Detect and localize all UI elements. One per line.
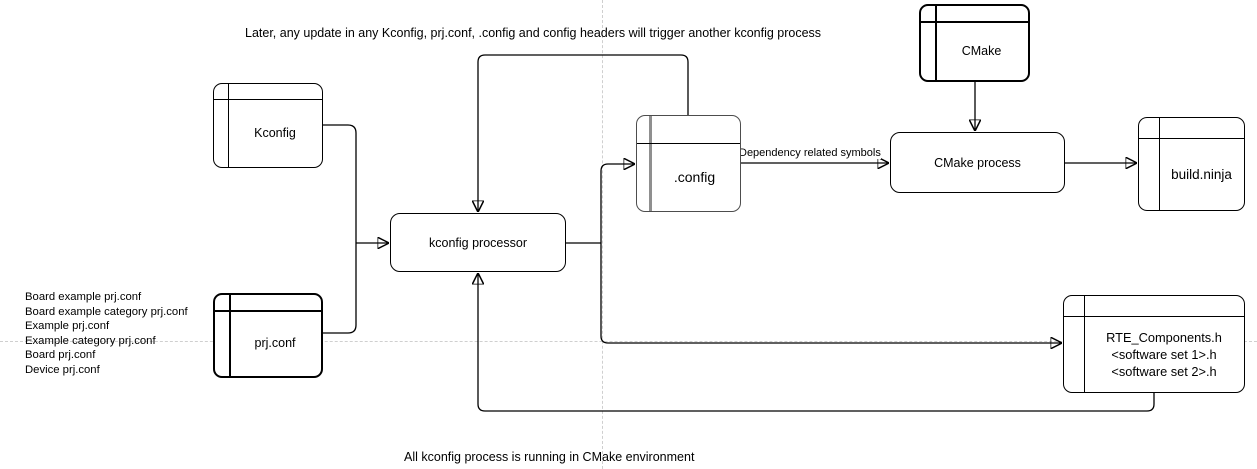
file-shape-hline (1139, 138, 1244, 139)
list-item: Example prj.conf (25, 320, 110, 332)
edge-branch-to-rte (600, 243, 1061, 343)
file-shape-vline (1159, 118, 1160, 210)
edge-label-dependency-symbols: Dependency related symbols (739, 147, 881, 159)
rte-line: <software set 1>.h (1111, 346, 1217, 362)
rte-line: RTE_Components.h (1106, 329, 1222, 345)
list-item: Example category prj.conf (25, 334, 156, 347)
file-shape-hline (637, 143, 740, 144)
file-shape-vline (649, 116, 652, 211)
prj-conf-variants-list: Board example prj.conf Board example cat… (25, 290, 188, 377)
file-shape-hline (1064, 316, 1244, 317)
edge-rte-feedback-to-processor (478, 274, 1155, 412)
file-shape-hline (215, 310, 321, 312)
list-item: Board prj.conf (25, 349, 96, 361)
annotation-top: Later, any update in any Kconfig, prj.co… (245, 26, 822, 40)
node-kconfig: Kconfig (213, 83, 323, 168)
annotation-bottom: All kconfig process is running in CMake … (404, 450, 695, 464)
edge-kconfig-to-merge (323, 124, 357, 243)
file-shape-vline (229, 295, 231, 376)
node-dot-config: .config (636, 115, 741, 212)
rte-line: <software set 2>.h (1111, 363, 1217, 379)
edge-branch-to-config (600, 164, 634, 243)
edge-prjconf-to-merge (323, 243, 357, 334)
list-item: Device prj.conf (25, 363, 100, 376)
file-shape-vline (1084, 296, 1085, 392)
node-build-ninja-label: build.ninja (1171, 166, 1232, 182)
file-shape-hline (921, 21, 1028, 23)
list-item: Board example category prj.conf (25, 305, 188, 318)
node-kconfig-label: Kconfig (254, 126, 296, 140)
file-shape-hline (214, 99, 322, 100)
file-shape-vline (935, 6, 937, 80)
node-cmake-label: CMake (961, 43, 1002, 58)
node-prj-conf: prj.conf (213, 293, 323, 378)
node-build-ninja: build.ninja (1138, 117, 1245, 211)
node-cmake-process: CMake process (890, 132, 1065, 193)
node-prj-conf-label: prj.conf (254, 336, 296, 350)
node-rte-components: RTE_Components.h <software set 1>.h <sof… (1063, 295, 1245, 393)
node-kconfig-processor-label: kconfig processor (429, 235, 527, 250)
node-cmake-process-label: CMake process (934, 155, 1021, 170)
node-dot-config-label: .config (673, 169, 716, 185)
node-cmake: CMake (919, 4, 1030, 82)
node-kconfig-processor: kconfig processor (390, 213, 566, 272)
node-rte-components-label: RTE_Components.h <software set 1>.h <sof… (1084, 316, 1244, 392)
edge-config-feedback-to-processor (478, 54, 689, 211)
file-shape-vline (228, 84, 229, 167)
list-item: Board example prj.conf (25, 291, 142, 303)
